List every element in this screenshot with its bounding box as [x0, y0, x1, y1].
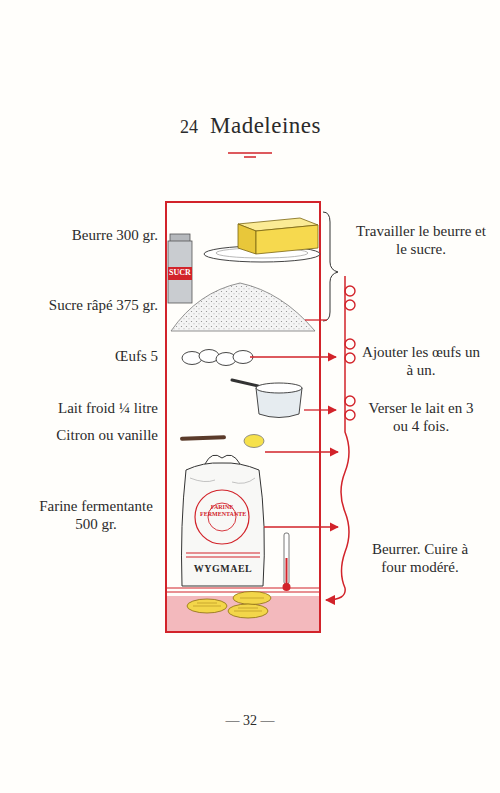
leader-arrow — [250, 356, 336, 357]
step-text: Travailler le beurre et le sucre. — [352, 222, 490, 258]
butter-side — [238, 224, 256, 254]
can-label — [168, 267, 192, 280]
butter-front — [256, 225, 318, 254]
flour-bag — [182, 463, 265, 586]
page-number: — 32 — — [200, 713, 300, 730]
loop — [345, 410, 355, 420]
ingredient: Sucre râpé 375 gr. — [28, 296, 158, 314]
leader-arrow — [264, 526, 338, 527]
leader-line — [305, 319, 327, 320]
brand-name: WYGMAEL — [182, 563, 264, 575]
bag-seal-text: FARINE FERMENTANTE — [200, 504, 244, 517]
sugar-can — [168, 241, 192, 303]
loop — [345, 353, 355, 363]
madeleine-ribs — [193, 598, 264, 611]
title-ornament — [228, 153, 272, 157]
step-text: Ajouter les œufs un à un. — [360, 343, 482, 379]
can-label-text: SUCR — [168, 268, 192, 278]
thermometer-bulb — [283, 583, 291, 591]
bag-folds — [190, 478, 255, 483]
loop — [345, 286, 355, 296]
ingredient: Beurre 300 gr. — [38, 226, 158, 244]
bracket — [323, 212, 338, 321]
leader-arrow — [265, 451, 338, 452]
ingredient: Farine fermentante 500 gr. — [34, 497, 158, 533]
loop — [345, 300, 355, 310]
recipe-number: 24 — [180, 117, 198, 139]
ingredient: Citron ou vanille — [28, 426, 158, 444]
ingredient: Œufs 5 — [38, 347, 158, 365]
process-loops — [345, 286, 355, 420]
bag-seal — [195, 490, 249, 544]
recipe-frame — [166, 202, 320, 632]
step-text: Beurrer. Cuire à four modéré. — [370, 540, 470, 576]
milk — [256, 383, 302, 393]
step-text: Verser le lait en 3 ou 4 fois. — [360, 399, 482, 435]
recipe-title: Madeleines — [210, 112, 321, 140]
leader-arrow — [304, 409, 336, 410]
loop — [345, 339, 355, 349]
sugar-pile — [171, 283, 315, 331]
ingredient: Lait froid ¼ litre — [28, 399, 158, 417]
process-line — [326, 276, 349, 600]
thermometer-mercury — [286, 558, 288, 586]
oven-lines — [167, 588, 319, 592]
lemon — [244, 435, 264, 448]
bag-stripes — [186, 553, 260, 557]
loop — [345, 396, 355, 406]
pan-handle — [232, 380, 258, 386]
vanilla-pod — [180, 435, 226, 441]
